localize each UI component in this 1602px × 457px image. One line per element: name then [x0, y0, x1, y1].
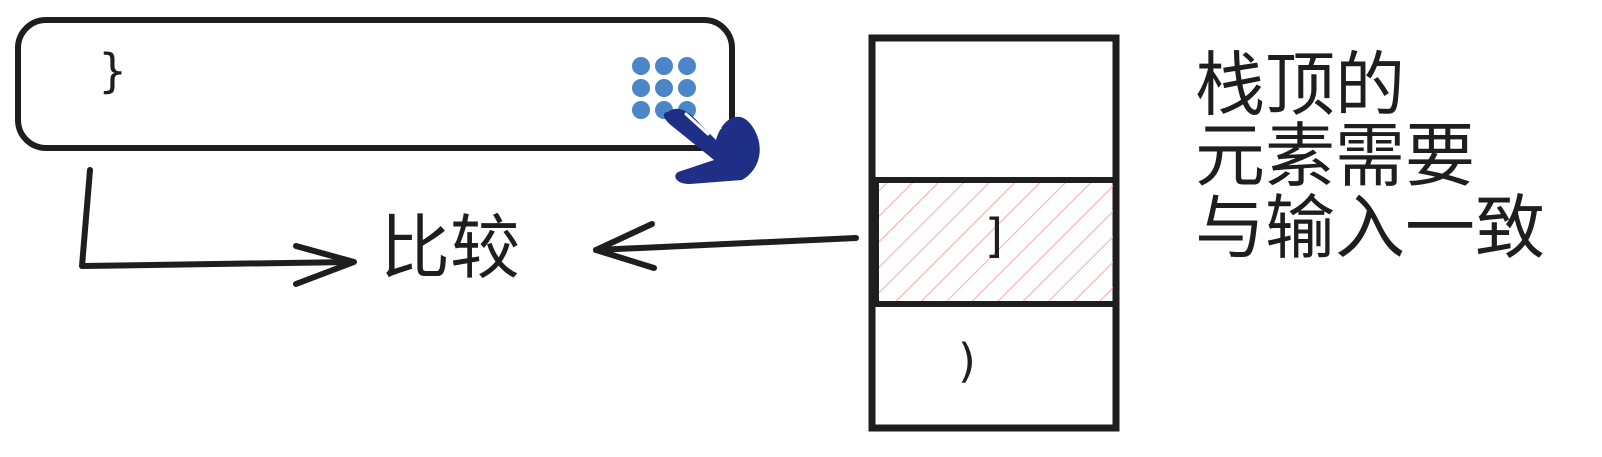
note-line-1: 栈顶的 [1195, 44, 1405, 126]
input-to-compare-arrow [79, 167, 357, 287]
stack-bottom-char: ) [958, 334, 976, 388]
stack-bottom-cell[interactable] [869, 301, 1119, 431]
stack-to-compare-arrow [593, 221, 859, 271]
keypad-tap-icon[interactable] [632, 57, 760, 184]
note-text: 栈顶的 元素需要 与输入一致 [1195, 44, 1595, 269]
input-box[interactable] [15, 17, 735, 151]
compare-label: 比较 [380, 207, 520, 289]
input-char: } [98, 44, 128, 98]
note-line-3: 与输入一致 [1195, 186, 1545, 269]
stack-top-char: ] [985, 209, 1003, 263]
note-line-2: 元素需要 [1195, 115, 1475, 198]
stack-top-cell[interactable] [873, 177, 1119, 307]
